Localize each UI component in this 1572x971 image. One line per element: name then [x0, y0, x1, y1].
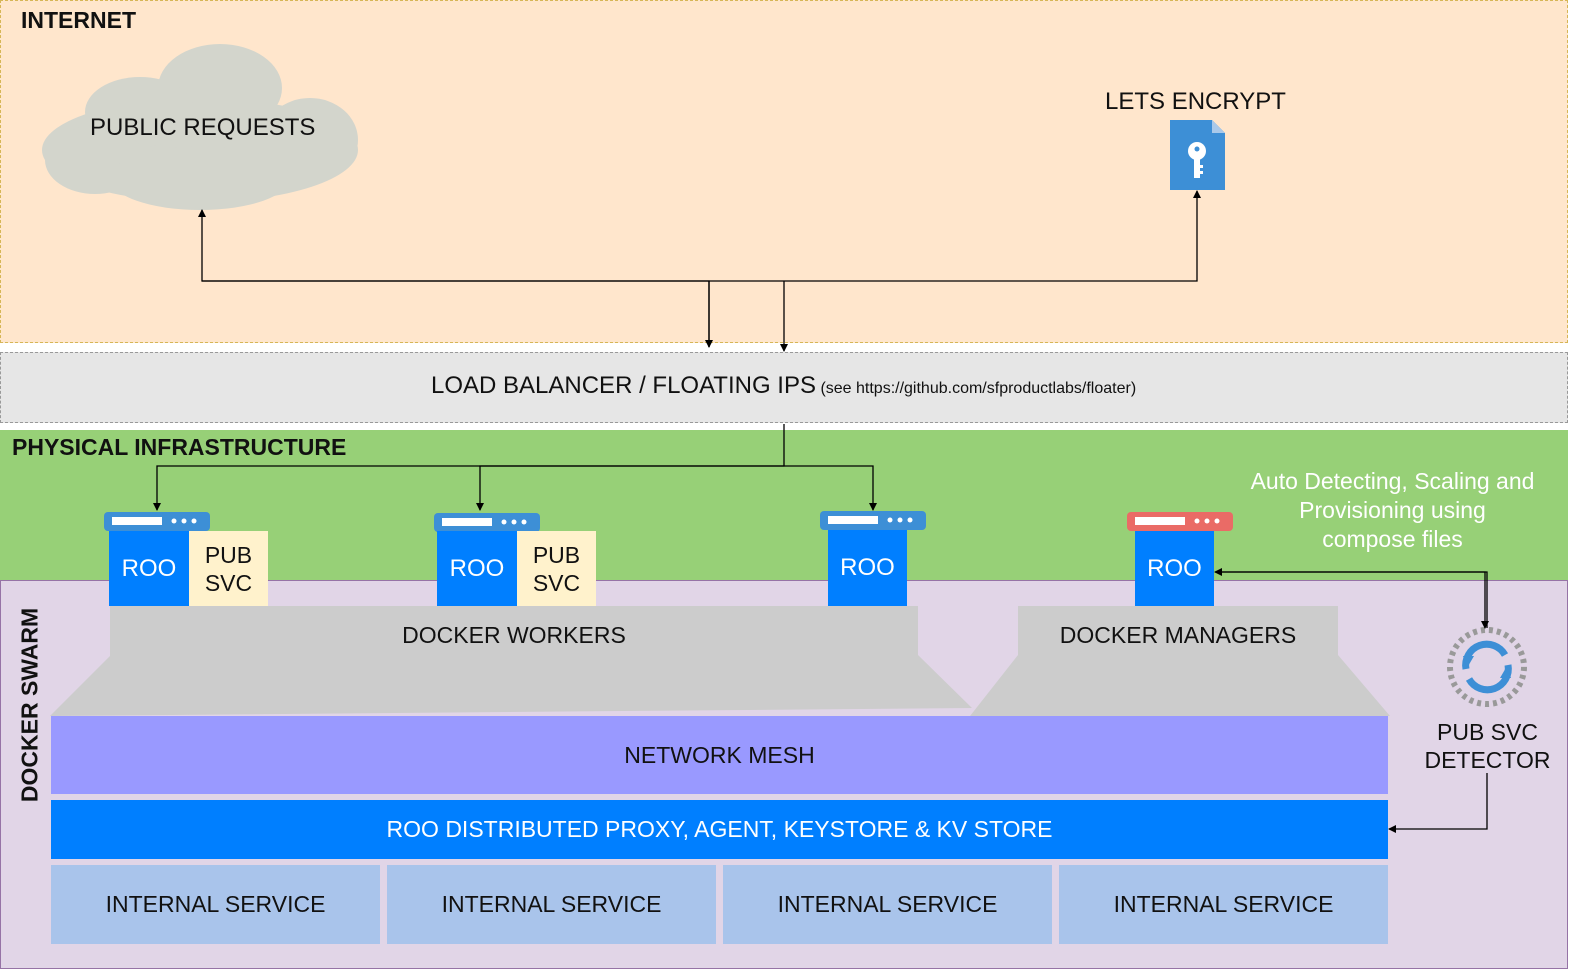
internal-service-box: INTERNAL SERVICE — [51, 865, 380, 944]
public-requests-label: PUBLIC REQUESTS — [90, 114, 316, 141]
pub-svc-node: PUB SVC — [189, 531, 268, 606]
pub-svc-line2: SVC — [204, 569, 253, 596]
roo-node: ROO — [828, 530, 907, 606]
public-requests-cloud — [42, 44, 358, 210]
pub-svc-detector-line2: DETECTOR — [1424, 747, 1551, 773]
physical-zone-title: PHYSICAL INFRASTRUCTURE — [12, 434, 347, 460]
pub-svc-detector-line1: PUB SVC — [1437, 719, 1538, 745]
internet-zone-title: INTERNET — [21, 7, 136, 33]
network-mesh-bar: NETWORK MESH — [51, 716, 1388, 794]
docker-managers-platform — [970, 606, 1390, 716]
auto-provisioning-note: Auto Detecting, Scaling and Provisioning… — [1250, 468, 1535, 552]
load-balancer-note: (see https://github.com/sfproductlabs/fl… — [820, 380, 1137, 397]
docker-managers-label: DOCKER MANAGERS — [1059, 621, 1297, 648]
internal-service-box: INTERNAL SERVICE — [723, 865, 1052, 944]
internal-service-box: INTERNAL SERVICE — [1059, 865, 1388, 944]
server-icon — [434, 513, 540, 532]
lets-encrypt-label: LETS ENCRYPT — [1105, 88, 1286, 115]
internal-service-box: INTERNAL SERVICE — [387, 865, 716, 944]
detector-connectors — [1214, 568, 1489, 833]
docker-workers-platform — [50, 606, 972, 716]
lb-to-server-connectors — [153, 424, 877, 511]
load-balancer-label: LOAD BALANCER / FLOATING IPS (see https:… — [431, 372, 1136, 400]
roo-node: ROO — [437, 531, 517, 606]
roo-proxy-bar: ROO DISTRIBUTED PROXY, AGENT, KEYSTORE &… — [51, 800, 1388, 859]
roo-manager-node: ROO — [1135, 531, 1214, 606]
refresh-cycle-icon — [1447, 627, 1527, 707]
internet-connectors — [198, 190, 1201, 352]
pub-svc-detector-label: PUB SVC DETECTOR — [1410, 718, 1565, 774]
manager-server-icon — [1127, 512, 1233, 531]
pub-svc-line1: PUB — [204, 541, 253, 568]
roo-node: ROO — [109, 531, 189, 606]
server-icon — [104, 512, 210, 531]
docker-workers-label: DOCKER WORKERS — [402, 621, 626, 648]
pub-svc-line2: SVC — [532, 569, 581, 596]
key-file-icon — [1170, 120, 1225, 190]
load-balancer-zone — [0, 352, 1568, 423]
pub-svc-line1: PUB — [532, 541, 581, 568]
server-icon — [820, 511, 926, 530]
pub-svc-node: PUB SVC — [517, 531, 596, 606]
load-balancer-title: LOAD BALANCER / FLOATING IPS — [431, 372, 816, 399]
